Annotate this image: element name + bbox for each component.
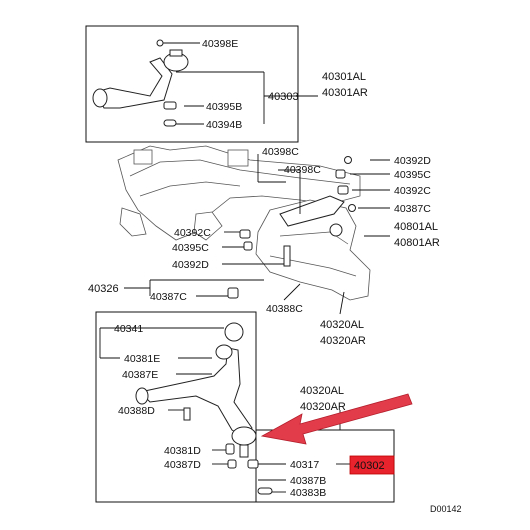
label-40388C: 40388C [266, 303, 303, 315]
nut-40395C-r [335, 169, 346, 179]
label-40394B: 40394B [206, 119, 242, 131]
washer-40392C-l [239, 229, 251, 239]
label-40320AL-bottom: 40320AL [300, 385, 344, 397]
red-arrow [260, 393, 413, 445]
knuckle-joint [329, 223, 343, 237]
crossmember-frame [117, 145, 361, 241]
rubber-40341 [224, 322, 244, 342]
label-40381D: 40381D [164, 445, 201, 457]
nut-40387C-l [227, 287, 239, 299]
label-40383B: 40383B [290, 487, 326, 499]
label-40301AR: 40301AR [322, 87, 368, 99]
label-40317: 40317 [290, 459, 319, 471]
label-40326: 40326 [88, 283, 119, 295]
label-40320AR-top: 40320AR [320, 335, 366, 347]
label-40320AL-top: 40320AL [320, 319, 364, 331]
label-40303: 40303 [268, 91, 299, 103]
diagram-code: D00142 [430, 504, 462, 514]
label-40387C-l: 40387C [150, 291, 187, 303]
nut-40387D [227, 459, 237, 469]
nut-40395C-l [243, 241, 253, 251]
washer-40392C-r [337, 185, 349, 195]
upper-arm-part [95, 57, 173, 109]
label-40387C-r: 40387C [394, 203, 431, 215]
leader-40320-top [339, 291, 345, 315]
label-40387E: 40387E [122, 369, 158, 381]
bolt-40392D-r [344, 156, 352, 164]
upper-arm-mid [279, 195, 345, 227]
ball-joint-40317 [231, 426, 257, 446]
nut-40387B [247, 459, 259, 469]
knuckle-body [255, 199, 371, 301]
label-40801AR: 40801AR [394, 237, 440, 249]
label-40395B: 40395B [206, 101, 242, 113]
lower-arm-part [138, 347, 253, 439]
label-40398C-b: 40398C [284, 164, 321, 176]
washer-40381D [225, 443, 235, 455]
lower-arm-box-left [95, 311, 257, 503]
leader-40388C [283, 283, 301, 301]
label-40302: 40302 [354, 460, 385, 472]
frame-detail-2 [139, 181, 241, 197]
lower-arm-bushing [135, 387, 149, 405]
frame-bracket-1 [227, 149, 249, 167]
label-40301AL: 40301AL [322, 71, 366, 83]
bolt-40398E [156, 39, 164, 47]
label-40388D: 40388D [118, 405, 155, 417]
frame-detail-1 [129, 159, 351, 185]
lower-arm-bushing-2 [215, 344, 233, 360]
label-40392C-l: 40392C [174, 227, 211, 239]
label-40801AL: 40801AL [394, 221, 438, 233]
ball-joint-cap [169, 49, 183, 57]
label-40398E: 40398E [202, 38, 238, 50]
highlight-box-40302 [349, 455, 395, 475]
bolt-40388D [183, 407, 191, 421]
label-40392C-r: 40392C [394, 185, 431, 197]
label-40387D: 40387D [164, 459, 201, 471]
knuckle-assembly [255, 195, 371, 301]
label-40341: 40341 [114, 323, 143, 335]
label-40398C-a: 40398C [262, 146, 299, 158]
label-40392D-r: 40392D [394, 155, 431, 167]
label-40395C-l: 40395C [172, 242, 209, 254]
upper-arm-bushing [92, 88, 108, 108]
arrow-shape [260, 393, 413, 445]
label-40395C-r: 40395C [394, 169, 431, 181]
pin-40394B [163, 119, 177, 127]
frame-bracket-2 [133, 149, 153, 165]
label-40381E: 40381E [124, 353, 160, 365]
label-40387B: 40387B [290, 475, 326, 487]
frame-mount-mid [193, 211, 223, 241]
nut-40387C-r [348, 204, 356, 212]
nut-40395B [163, 101, 177, 110]
label-40392D-l: 40392D [172, 259, 209, 271]
ball-joint-stud [239, 444, 249, 458]
frame-mount-left [119, 207, 147, 237]
upper-arm-box [85, 25, 299, 143]
label-40320AR-bottom: 40320AR [300, 401, 346, 413]
pin-40383B [257, 487, 273, 495]
bolt-40392D-l [283, 245, 291, 267]
